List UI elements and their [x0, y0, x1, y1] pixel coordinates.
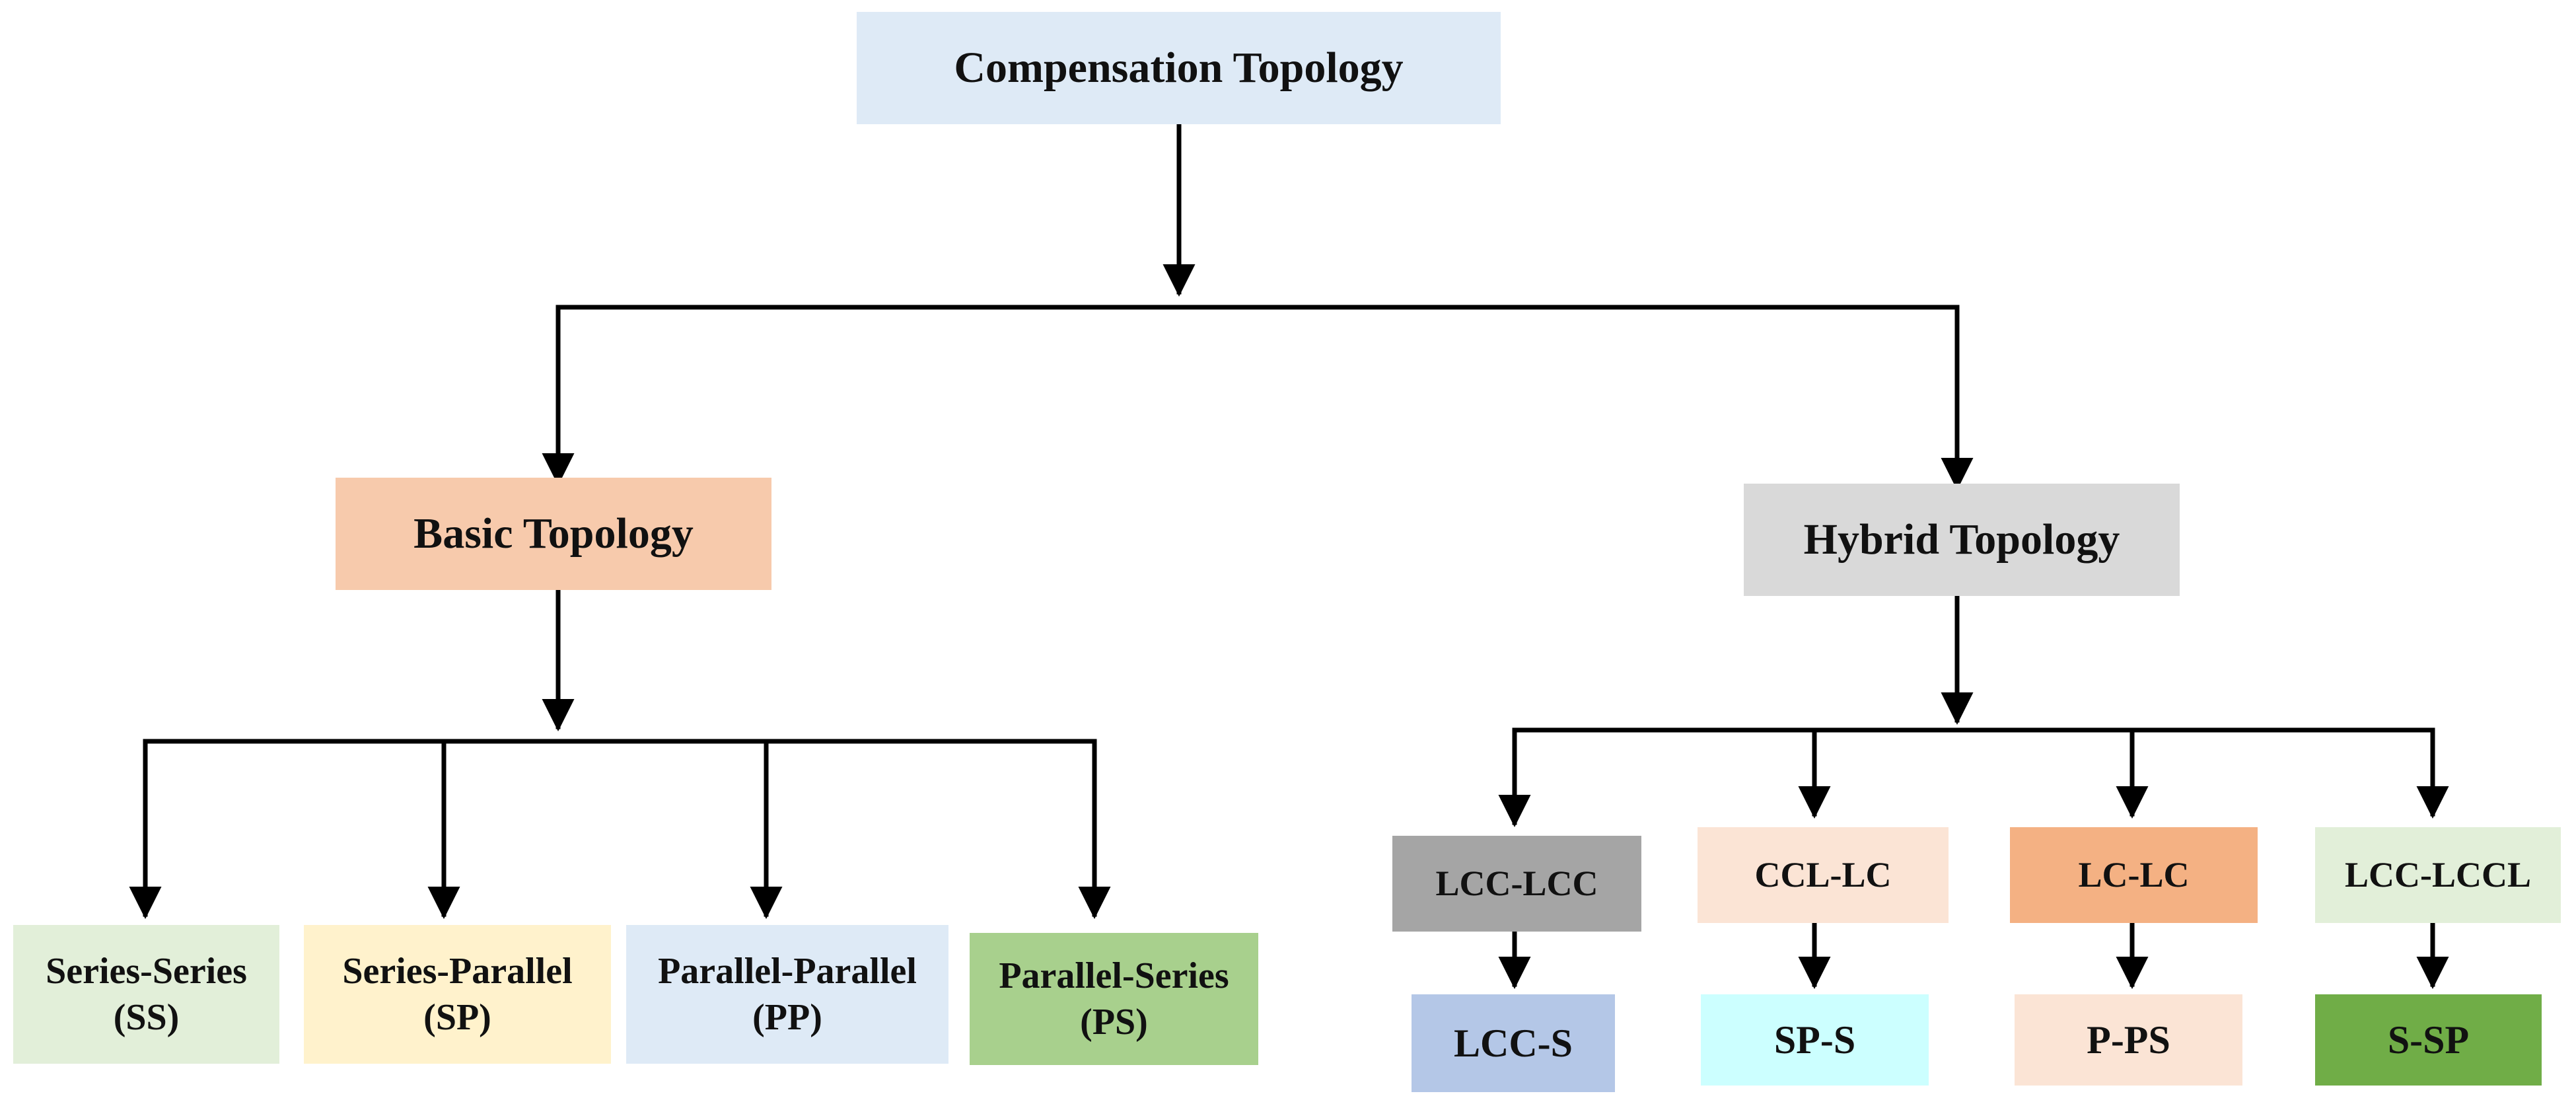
parallel-parallel-node: Parallel-Parallel (PP): [626, 925, 948, 1064]
pp-label-line1: Parallel-Parallel: [658, 951, 917, 992]
sp-s-node: SP-S: [1701, 994, 1929, 1086]
ps-label-line1: Parallel-Series: [999, 955, 1229, 996]
sp-label-line2: (SP): [423, 997, 491, 1038]
series-parallel-node: Series-Parallel (SP): [304, 925, 611, 1064]
root-label: Compensation Topology: [954, 43, 1404, 92]
hybrid-topology-node: Hybrid Topology: [1744, 484, 2180, 596]
lcc-lccl-node: LCC-LCCL: [2315, 827, 2561, 923]
sp-label-line1: Series-Parallel: [342, 951, 573, 992]
s-sp-node: S-SP: [2315, 994, 2542, 1086]
basic-topology-node: Basic Topology: [336, 478, 771, 590]
root-node: Compensation Topology: [857, 12, 1501, 124]
lc-lc-node: LC-LC: [2010, 827, 2258, 923]
s-sp-label: S-SP: [2387, 1017, 2470, 1062]
lc-lc-label: LC-LC: [2078, 854, 2190, 895]
sp-s-label: SP-S: [1773, 1017, 1856, 1062]
ps-label-line2: (PS): [1080, 1002, 1148, 1043]
ccl-lc-node: CCL-LC: [1698, 827, 1949, 923]
series-series-node: Series-Series (SS): [13, 925, 279, 1064]
p-ps-node: P-PS: [2015, 994, 2242, 1086]
lcc-lccl-label: LCC-LCCL: [2344, 854, 2532, 895]
pp-label-line2: (PP): [752, 997, 822, 1038]
parallel-series-node: Parallel-Series (PS): [970, 933, 1258, 1065]
ss-label-line1: Series-Series: [46, 951, 247, 992]
ccl-lc-label: CCL-LC: [1754, 854, 1892, 895]
lcc-lcc-label: LCC-LCC: [1435, 863, 1598, 903]
lcc-s-label: LCC-S: [1453, 1021, 1573, 1065]
basic-topology-label: Basic Topology: [413, 509, 694, 558]
lcc-s-node: LCC-S: [1412, 994, 1615, 1092]
lcc-lcc-node: LCC-LCC: [1392, 836, 1641, 932]
hybrid-topology-label: Hybrid Topology: [1803, 515, 2120, 564]
p-ps-label: P-PS: [2087, 1017, 2170, 1062]
ss-label-line2: (SS): [113, 997, 180, 1038]
